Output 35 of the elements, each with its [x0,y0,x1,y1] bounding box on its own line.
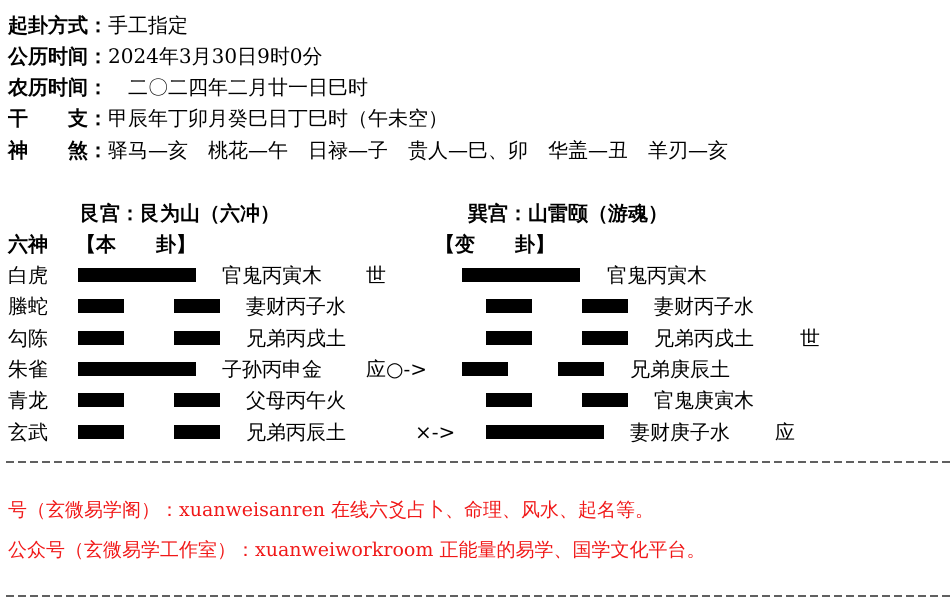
line-label: 兄弟丙戌土 [246,326,346,350]
line-label: 父母丙午火 [246,388,346,412]
promo-text: 公众号（玄微易学工作室）：xuanweiworkroom 正能量的易学、国学文化平台。 [8,538,706,562]
line-label: 妻财庚子水 [630,420,730,444]
info-text: 神 煞：驿马—亥 桃花—午 日禄—子 贵人—巳、卯 华盖—丑 羊刃—亥 [8,138,728,162]
info-text: 起卦方式：手工指定 [8,13,188,37]
palace-heading: 艮宫：艮为山（六冲） [80,201,280,225]
spirit-name: 青龙 [8,388,48,412]
line-label: 兄弟庚辰土 [630,357,730,381]
change-mark: ×-> [415,420,456,444]
spirit-name: 玄武 [8,420,48,444]
change-mark: 应○-> [366,357,427,381]
position-mark: 世 [800,326,820,350]
spirit-name: 白虎 [8,263,48,287]
promo-text: 号（玄微易学阁）：xuanweisanren 在线六爻占卜、命理、风水、起名等。 [8,498,654,522]
spirit-name: 勾陈 [8,326,48,350]
line-label: 官鬼庚寅木 [654,388,754,412]
info-text: 农历时间： 二〇二四年二月廿一日巳时 [8,75,368,99]
position-mark: 世 [366,263,386,287]
spirit-name: 朱雀 [8,357,48,381]
line-label: 妻财丙子水 [654,294,754,318]
line-label: 兄弟丙辰土 [246,420,346,444]
line-label: 官鬼丙寅木 [607,263,707,287]
column-heading: 【本 卦】 [76,232,196,256]
info-text: 干 支：甲辰年丁卯月癸巳日丁巳时（午未空） [8,106,448,130]
palace-heading: 巽宫：山雷颐（游魂） [468,201,668,225]
info-text: 公历时间：2024年3月30日9时0分 [8,44,323,68]
line-label: 兄弟丙戌土 [654,326,754,350]
column-heading: 六神 [8,232,48,256]
spirit-name: 螣蛇 [8,294,48,318]
line-label: 子孙丙申金 [222,357,322,381]
column-heading: 【变 卦】 [435,232,555,256]
line-label: 妻财丙子水 [246,294,346,318]
line-label: 官鬼丙寅木 [222,263,322,287]
position-mark: 应 [775,420,795,444]
